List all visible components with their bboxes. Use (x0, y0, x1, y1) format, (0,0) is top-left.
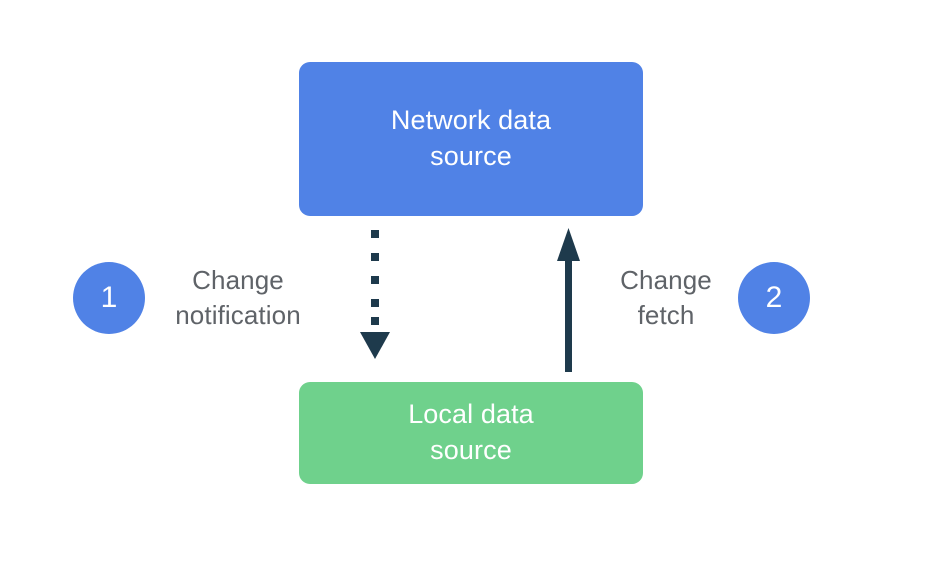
arrow-change-notification-dotted (360, 230, 390, 359)
node-network-data-source-label: Network data source (390, 105, 552, 171)
arrow-change-fetch-solid (557, 228, 580, 372)
step-badge-1-number: 1 (100, 281, 118, 314)
node-local-data-source[interactable]: Local data source (299, 382, 643, 484)
step-label-change-fetch: Change fetch (620, 265, 712, 330)
node-network-data-source[interactable]: Network data source (299, 62, 643, 216)
step-badge-2[interactable]: 2 (738, 262, 810, 334)
step-label-change-notification: Change notification (175, 265, 301, 330)
node-local-data-source-label: Local data source (408, 399, 534, 465)
step-badge-2-number: 2 (765, 281, 783, 314)
step-badge-1[interactable]: 1 (73, 262, 145, 334)
